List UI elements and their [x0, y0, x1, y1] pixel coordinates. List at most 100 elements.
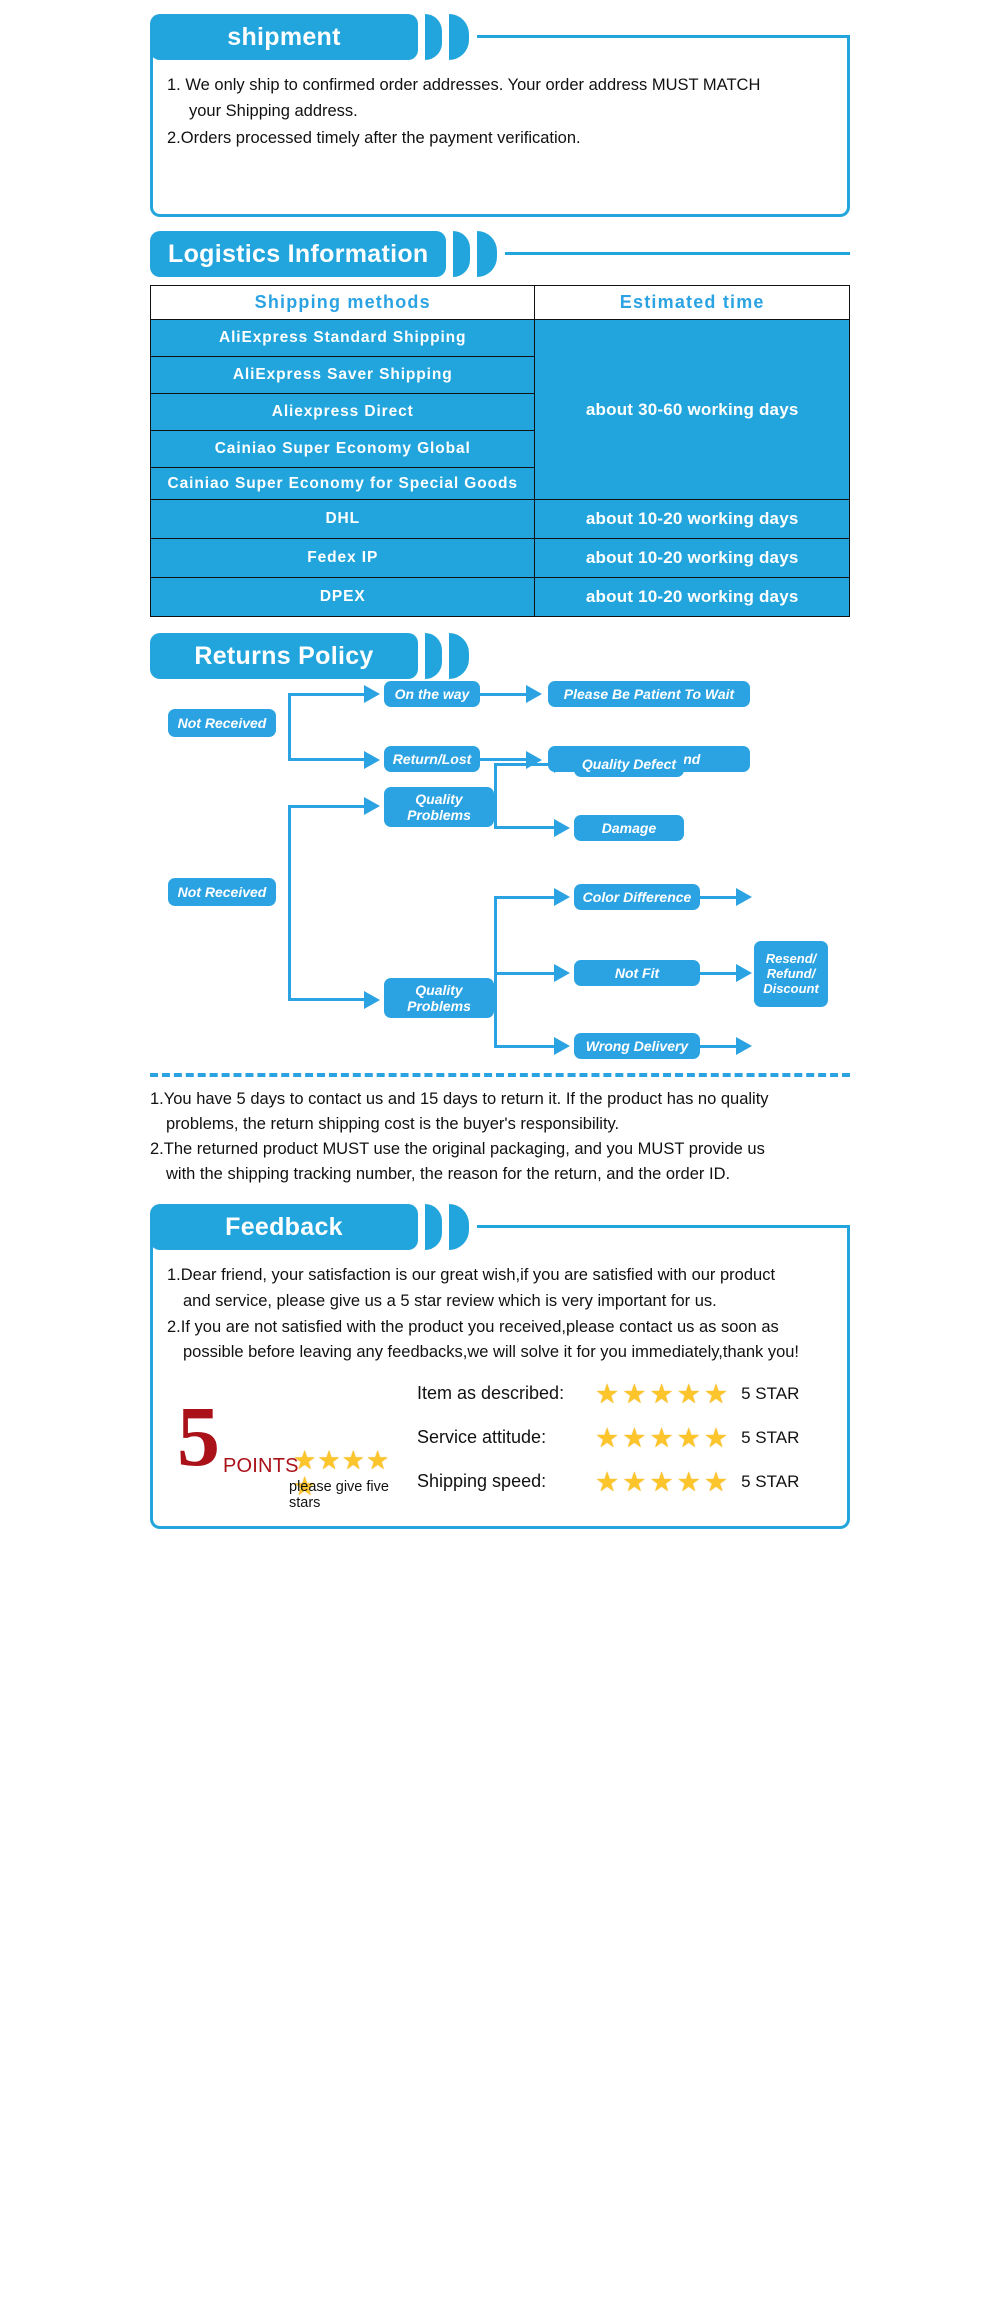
- feedback-item-1-num: 1.: [167, 1266, 181, 1285]
- section-returns: Returns Policy Not Received On the way R…: [150, 633, 850, 1186]
- flow2-top-sub-trunk: [494, 763, 497, 830]
- table-header-row: Shipping methods Estimated time: [149, 285, 850, 320]
- flow2-arrow-quality-defect-icon: [554, 755, 570, 774]
- flow2-final-arrow-b-icon: [736, 964, 752, 983]
- feedback-item-2-line1: If you are not satisfied with the produc…: [180, 1317, 779, 1336]
- flow1-outcome-wait: Please Be Patient To Wait: [548, 681, 750, 708]
- flow2-final-link-a: [700, 896, 736, 900]
- table-row: AliExpress Standard Shipping about 30-60…: [149, 318, 850, 501]
- banner-dash-b-icon: [449, 633, 469, 680]
- flow1-link-top: [480, 693, 526, 697]
- flow1-root: Not Received: [168, 709, 276, 738]
- banner-dash-b-icon: [449, 1204, 469, 1251]
- flow1-branch-top: [288, 693, 364, 697]
- list-item: 2.The returned product MUST use the orig…: [150, 1137, 850, 1187]
- rating-rows: Item as described: ★★★★★ 5 STAR Service …: [411, 1380, 833, 1512]
- five-points-badge: 5 POINTS ★★★★★ please give five stars: [171, 1391, 411, 1511]
- logistics-table: Shipping methods Estimated time AliExpre…: [149, 285, 850, 618]
- list-item: 1.Dear friend, your satisfaction is our …: [167, 1263, 833, 1314]
- flow2-final-arrow-c-icon: [736, 1037, 752, 1056]
- rating-stars-icon: ★★★★★: [595, 1422, 732, 1453]
- five-points-word: POINTS: [223, 1454, 299, 1477]
- flow1-arrow-bottom-icon: [364, 751, 380, 770]
- table-row: Fedex IP about 10-20 working days: [149, 538, 850, 579]
- page-root: shipment 1. We only ship to confirmed or…: [149, 0, 850, 1529]
- returns-note-2-line1: The returned product MUST use the origin…: [163, 1139, 765, 1158]
- cell-time-30-60: about 30-60 working days: [534, 318, 850, 501]
- rating-row-shipping-speed: Shipping speed: ★★★★★ 5 STAR: [417, 1468, 833, 1496]
- flow2-branch-bottom: [288, 998, 364, 1002]
- flow2-arrow-top-icon: [364, 797, 380, 816]
- banner-dash-a-icon: [425, 14, 442, 60]
- list-item: 1.You have 5 days to contact us and 15 d…: [150, 1087, 850, 1137]
- banner-dash-a-icon: [425, 633, 442, 680]
- cell-method: Cainiao Super Economy for Special Goods: [149, 466, 536, 501]
- flow1-link-bottom: [480, 758, 526, 762]
- flow2-leaf-wrong-delivery: Wrong Delivery: [574, 1033, 700, 1060]
- feedback-item-2-line2: possible before leaving any feedbacks,we…: [183, 1343, 800, 1362]
- flow2-arrow-wrong-delivery-icon: [554, 1037, 570, 1056]
- returns-notes: 1.You have 5 days to contact us and 15 d…: [150, 1087, 850, 1186]
- shipment-item-2-line1: Orders processed timely after the paymen…: [180, 129, 581, 148]
- rating-row-item-as-described: Item as described: ★★★★★ 5 STAR: [417, 1380, 833, 1408]
- rating-label: Service attitude:: [417, 1427, 547, 1448]
- cell-method: DPEX: [149, 577, 536, 618]
- col-estimated-time: Estimated time: [534, 285, 850, 320]
- returns-note-1-line2: problems, the return shipping cost is th…: [166, 1115, 620, 1134]
- feedback-item-1-line1: Dear friend, your satisfaction is our gr…: [180, 1266, 776, 1285]
- flow2-bottom-sub-c: [494, 1045, 554, 1049]
- table-row: AliExpress Saver Shipping: [149, 356, 850, 394]
- rating-label: Item as described:: [417, 1383, 565, 1404]
- returns-note-1-num: 1.: [150, 1090, 164, 1109]
- flow2-trunk: [288, 805, 291, 1002]
- feedback-title: Feedback: [150, 1204, 418, 1251]
- banner-dash-a-icon: [425, 1204, 442, 1251]
- flow2-leaf-quality-defect: Quality Defect: [574, 751, 684, 778]
- table-row: Aliexpress Direct: [149, 393, 850, 431]
- feedback-item-1-line2: and service, please give us a 5 star rev…: [183, 1291, 717, 1310]
- feedback-body: 1.Dear friend, your satisfaction is our …: [150, 1227, 850, 1529]
- flow1-trunk: [288, 693, 291, 762]
- banner-rule: [469, 1204, 850, 1250]
- flow1-branch-bottom: [288, 758, 364, 762]
- cell-method: DHL: [149, 499, 536, 540]
- flow1-arrow-out-top-icon: [526, 685, 542, 704]
- flow2-leaf-damage: Damage: [574, 815, 684, 842]
- shipment-list: 1. We only ship to confirmed order addre…: [167, 73, 833, 152]
- flow2-arrow-damage-icon: [554, 819, 570, 838]
- flow2-final-link-c: [700, 1045, 736, 1049]
- cell-time: about 10-20 working days: [534, 577, 850, 618]
- flow2-final-arrow-a-icon: [736, 888, 752, 907]
- table-row: DPEX about 10-20 working days: [149, 577, 850, 618]
- returns-note-2-line2: with the shipping tracking number, the r…: [166, 1164, 731, 1183]
- rating-tag: 5 STAR: [741, 1383, 800, 1403]
- flow2-branch-top: [288, 805, 364, 809]
- flow2-arrow-color-diff-icon: [554, 888, 570, 907]
- flow1-branch-on-the-way: On the way: [384, 681, 480, 708]
- flow2-branch-quality-bottom: Quality Problems: [384, 978, 494, 1019]
- cell-time: about 10-20 working days: [534, 538, 850, 579]
- cell-method: AliExpress Saver Shipping: [149, 356, 536, 394]
- banner-dash-a-icon: [453, 231, 471, 277]
- col-shipping-methods: Shipping methods: [149, 285, 536, 320]
- flow1-branch-return-lost: Return/Lost: [384, 746, 480, 773]
- section-shipment: shipment 1. We only ship to confirmed or…: [150, 14, 850, 217]
- flow2-bottom-sub-a: [494, 896, 554, 900]
- flow2-leaf-not-fit: Not Fit: [574, 960, 700, 987]
- returns-note-1-line1: You have 5 days to contact us and 15 day…: [163, 1090, 769, 1109]
- list-item: 2.If you are not satisfied with the prod…: [167, 1315, 833, 1366]
- returns-divider: [150, 1073, 850, 1078]
- logistics-table-wrap: Shipping methods Estimated time AliExpre…: [149, 255, 850, 618]
- feedback-banner: Feedback: [150, 1204, 850, 1251]
- flow2-top-sub-b: [494, 826, 554, 830]
- feedback-list: 1.Dear friend, your satisfaction is our …: [167, 1263, 833, 1365]
- cell-method: Aliexpress Direct: [149, 393, 536, 431]
- flow1-arrow-top-icon: [364, 685, 380, 704]
- shipment-body: 1. We only ship to confirmed order addre…: [150, 37, 850, 217]
- banner-dash-b-icon: [477, 231, 498, 277]
- shipment-item-1-line2: your Shipping address.: [189, 101, 358, 120]
- table-row: DHL about 10-20 working days: [149, 499, 850, 540]
- section-feedback: Feedback 1.Dear friend, your satisfactio…: [150, 1204, 850, 1529]
- flow2-bottom-sub-b: [494, 972, 554, 976]
- rating-stars-icon: ★★★★★: [595, 1378, 732, 1409]
